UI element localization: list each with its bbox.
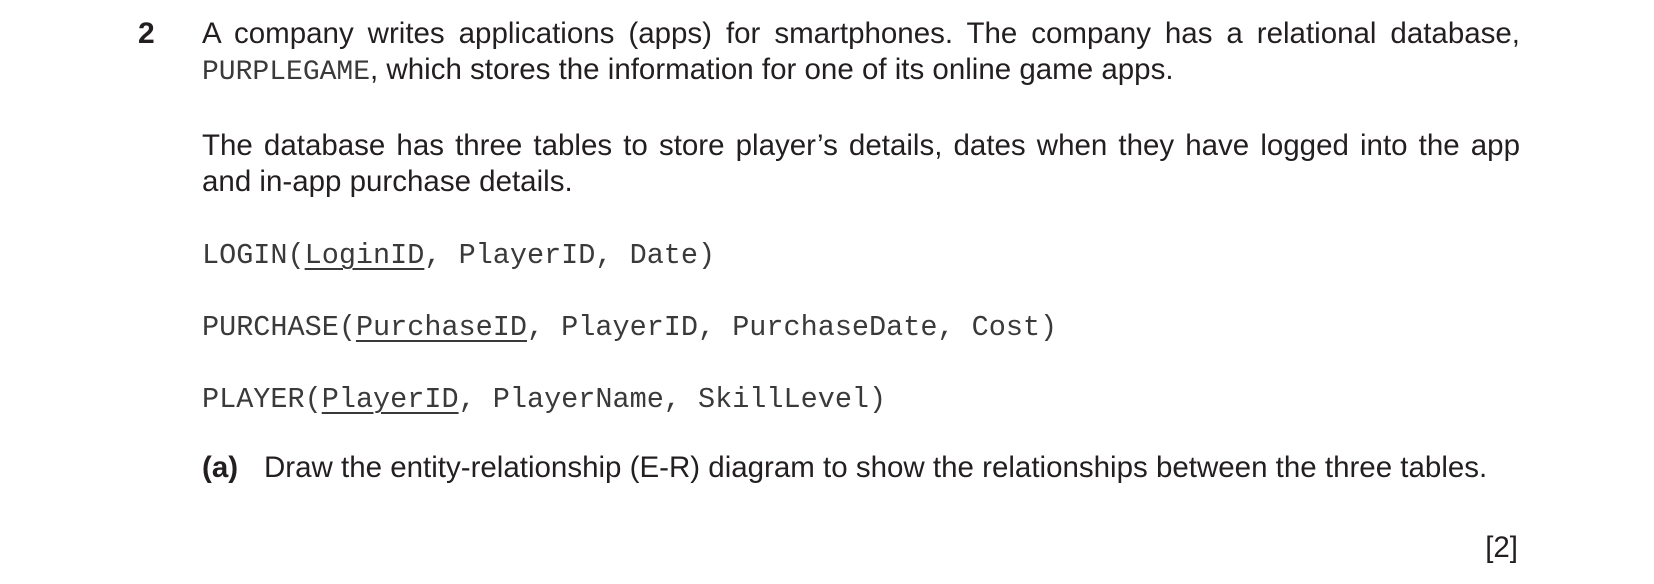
table-definition-player: PLAYER(PlayerID, PlayerName, SkillLevel) xyxy=(202,382,1520,418)
table-name: LOGIN xyxy=(202,239,288,272)
table-attributes: , PlayerID, PurchaseDate, Cost) xyxy=(526,311,1058,344)
intro-text-end: , which stores the information for one o… xyxy=(370,53,1174,86)
table-name: PLAYER xyxy=(202,383,305,416)
table-definitions: LOGIN(LoginID, PlayerID, Date) PURCHASE(… xyxy=(202,238,1520,418)
part-a-label: (a) xyxy=(202,451,239,484)
open-paren: ( xyxy=(287,239,305,272)
table-attributes: , PlayerID, Date) xyxy=(424,239,716,272)
table-definition-login: LOGIN(LoginID, PlayerID, Date) xyxy=(202,238,1520,274)
primary-key: PurchaseID xyxy=(355,311,527,344)
table-definition-purchase: PURCHASE(PurchaseID, PlayerID, PurchaseD… xyxy=(202,310,1520,346)
intro-paragraph: A company writes applications (apps) for… xyxy=(202,16,1520,91)
open-paren: ( xyxy=(338,311,356,344)
primary-key: PlayerID xyxy=(321,383,459,416)
table-attributes: , PlayerName, SkillLevel) xyxy=(458,383,887,416)
tables-description-paragraph: The database has three tables to store p… xyxy=(202,129,1520,198)
part-a-text: Draw the entity-relationship (E-R) diagr… xyxy=(264,451,1488,484)
marks-allocation: [2] xyxy=(1485,531,1518,564)
question-body: A company writes applications (apps) for… xyxy=(202,16,1520,486)
part-a: (a) Draw the entity-relationship (E-R) d… xyxy=(202,450,1520,486)
open-paren: ( xyxy=(304,383,322,416)
table-name: PURCHASE xyxy=(202,311,339,344)
primary-key: LoginID xyxy=(304,239,425,272)
database-name: PURPLEGAME xyxy=(202,57,371,88)
question-number: 2 xyxy=(138,17,155,50)
intro-text-start: A company writes applications (apps) for… xyxy=(202,17,1520,50)
